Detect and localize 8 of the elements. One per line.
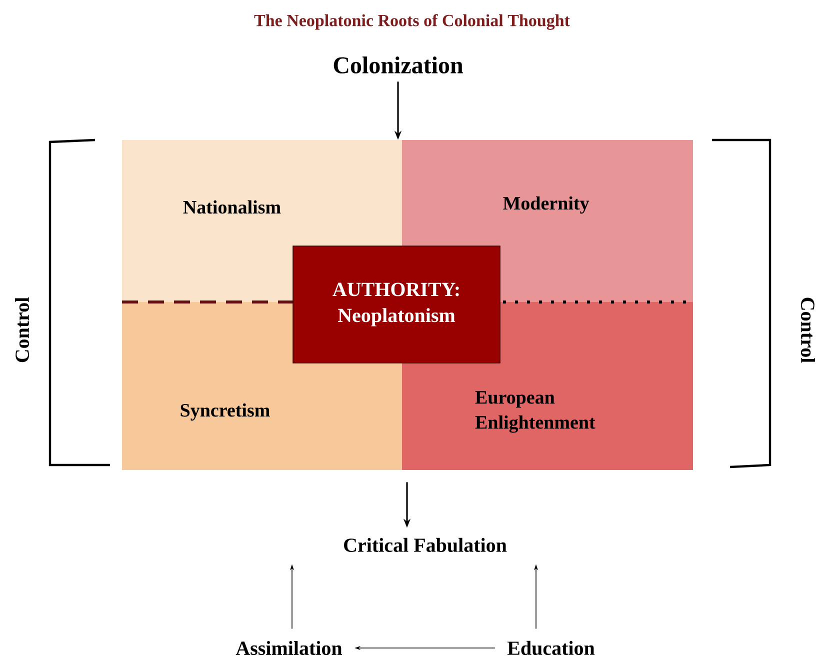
concept-label: Assimilation: [236, 640, 342, 656]
concept-label: Critical Fabulation: [344, 538, 507, 552]
concept-label: Education: [507, 640, 595, 656]
side-label: Control: [14, 297, 30, 362]
concept-label: Colonization: [334, 56, 463, 74]
side-label: Control: [800, 298, 816, 363]
authority-box: AUTHORITY: Neoplatonism: [292, 246, 500, 364]
title: The Neoplatonic Roots of Colonial Thought: [254, 14, 570, 30]
